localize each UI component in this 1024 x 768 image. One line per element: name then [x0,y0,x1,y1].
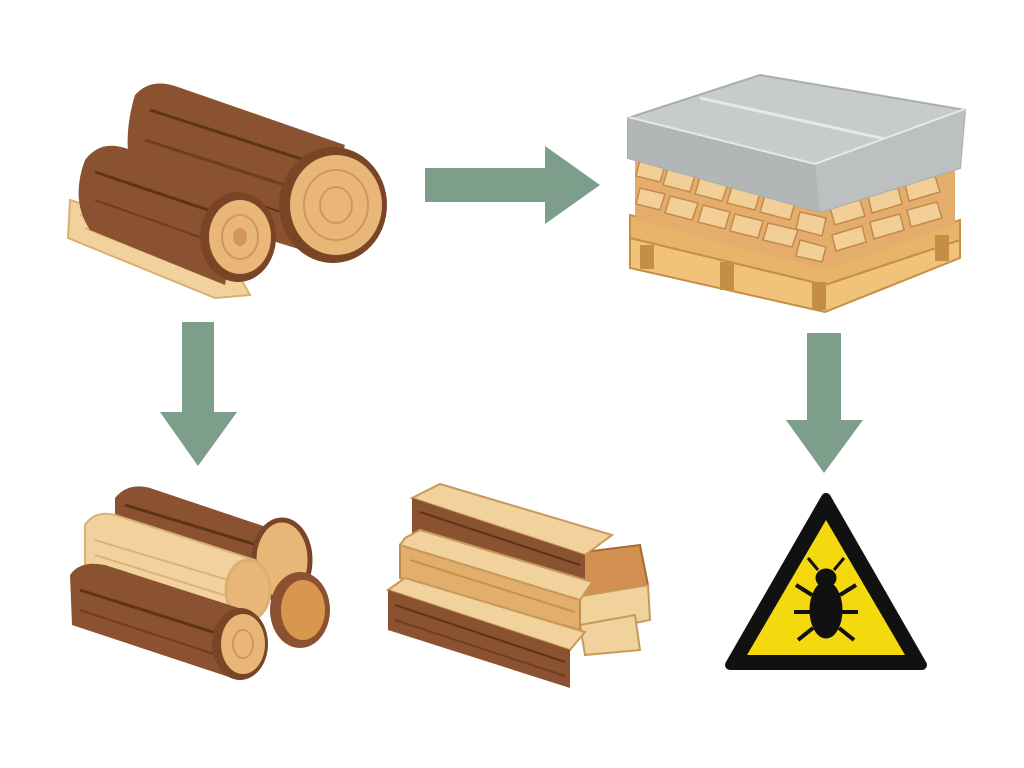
covered-firewood-pallet-icon [627,73,967,314]
stacked-round-logs-icon [70,486,330,680]
arrow-down-right [786,333,863,473]
arrow-down-left [160,322,237,466]
insect-icon [794,557,858,642]
arrow-right [425,146,600,224]
raw-logs-icon [66,83,387,300]
insect-warning-sign-icon [725,493,927,670]
split-firewood-stack-icon [385,482,652,688]
